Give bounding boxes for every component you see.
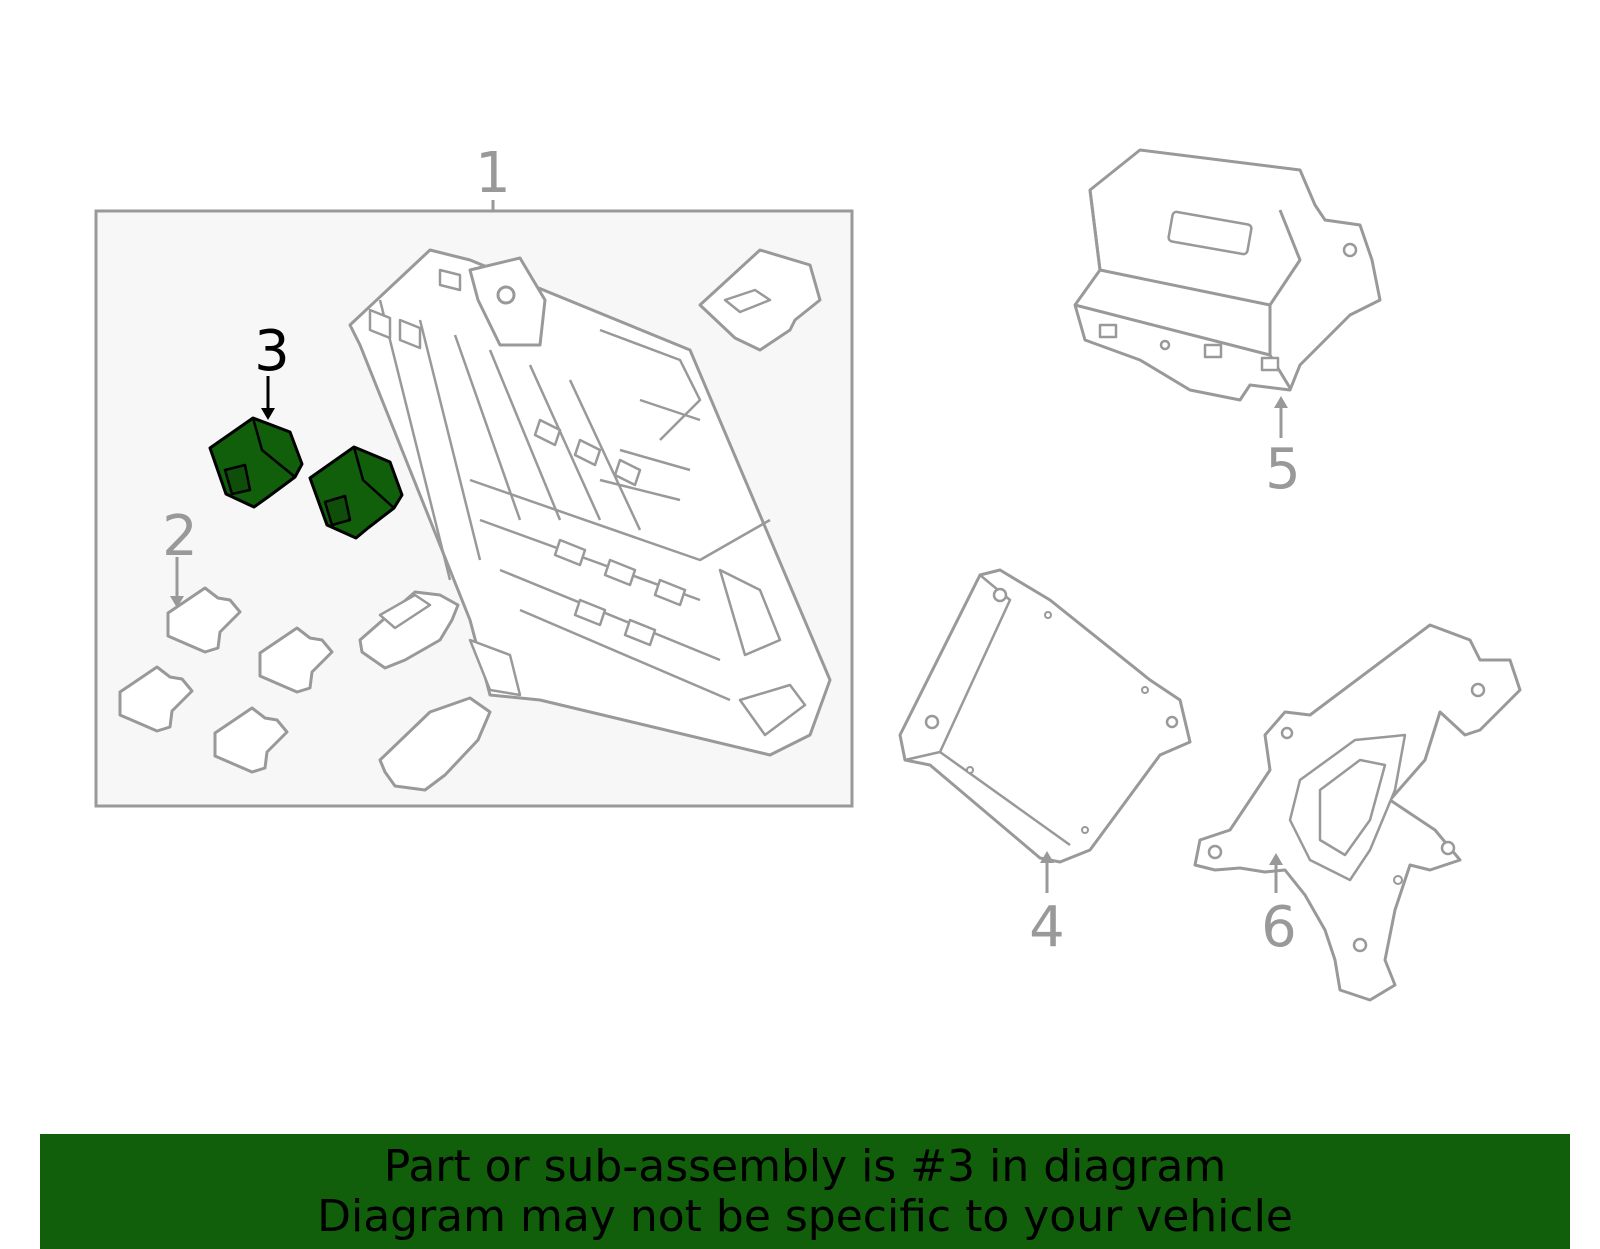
callout-5: 5 [1265,437,1301,502]
banner-line-1: Part or sub-assembly is #3 in diagram [383,1141,1227,1192]
banner-line-2: Diagram may not be specific to your vehi… [317,1191,1293,1242]
info-banner: Part or sub-assembly is #3 in diagram Di… [40,1134,1570,1249]
fuse-clip-drawings [118,586,334,774]
callout-arrow-3 [261,376,275,420]
callout-3: 3 [254,319,290,384]
relay-connector-drawings [358,590,492,792]
callout-4: 4 [1029,895,1065,960]
callout-2: 2 [162,504,198,569]
module-5-drawing [1073,148,1382,402]
callout-arrows [170,396,1288,893]
part-3-relay-right[interactable] [308,445,404,540]
connector-drawing [698,248,822,352]
bracket-6-drawing [1193,623,1522,1002]
fuse-box-drawing [348,248,832,757]
module-4-drawing [898,568,1192,864]
callout-1: 1 [475,141,511,206]
callout-6: 6 [1261,895,1297,960]
part-3-relay-left[interactable] [208,416,304,509]
